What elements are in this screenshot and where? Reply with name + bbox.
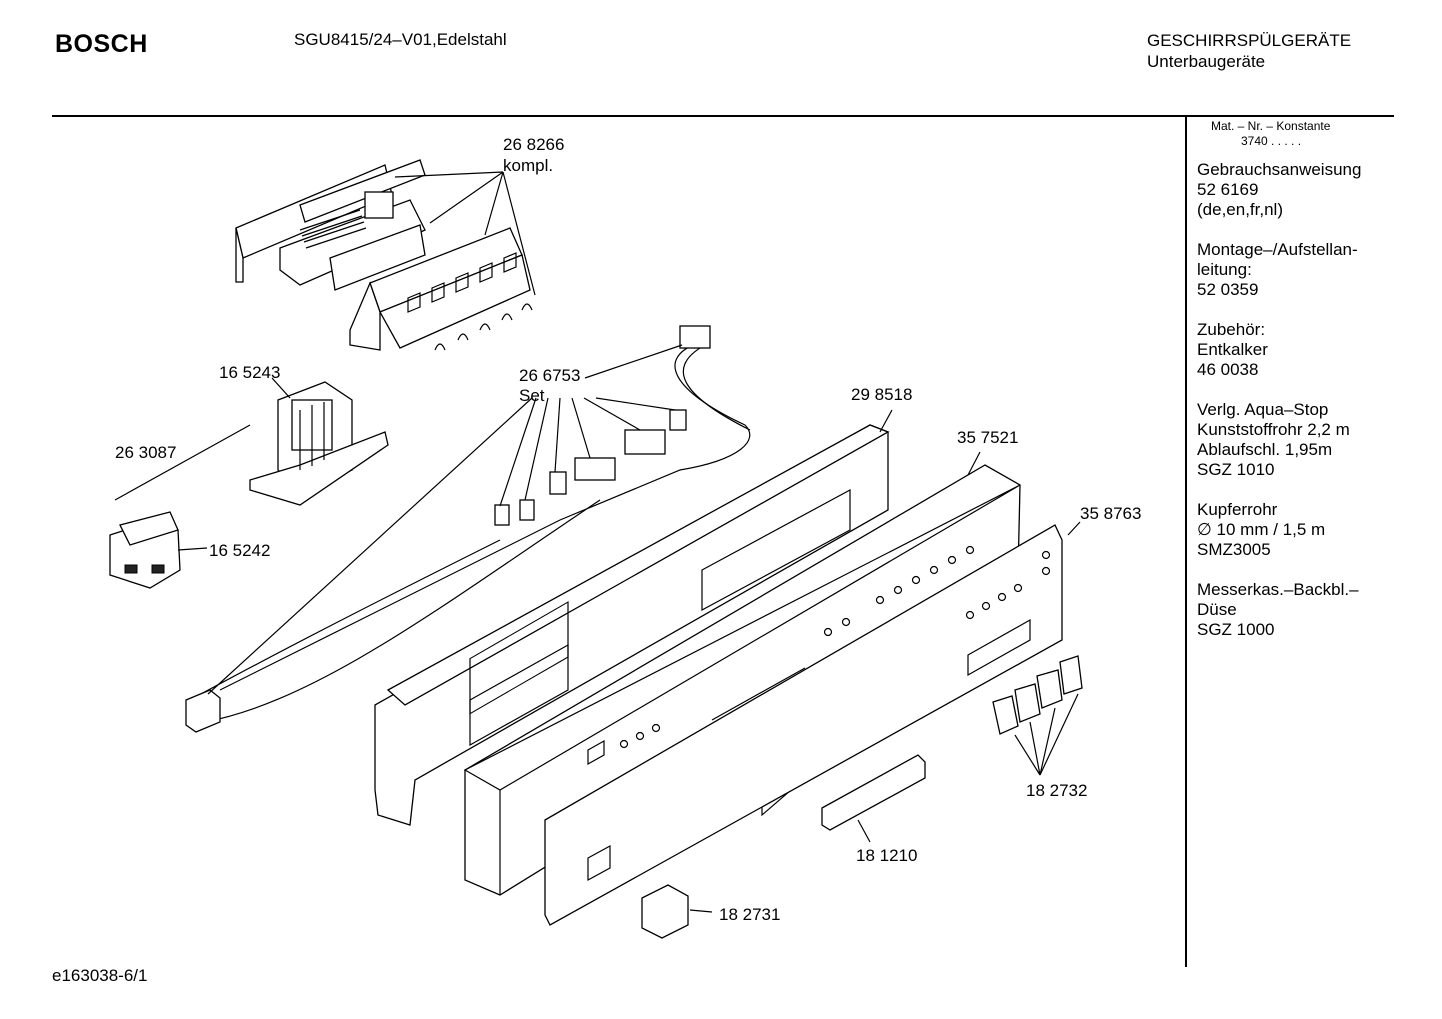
- knob-cap: [641, 884, 689, 939]
- note-line: leitung:: [1197, 260, 1252, 279]
- note-line: 46 0038: [1197, 360, 1259, 379]
- label-165243: 16 5243: [219, 363, 280, 382]
- label-266753-sub: Set: [519, 386, 545, 405]
- control-board-assembly: [235, 159, 533, 351]
- label-358763: 35 8763: [1080, 504, 1141, 523]
- mat-nr-header: Mat. – Nr. – Konstante: [1211, 119, 1331, 133]
- label-357521: 35 7521: [957, 428, 1018, 447]
- note-line: Montage–/Aufstellan-: [1197, 240, 1358, 259]
- note-line: 52 6169: [1197, 180, 1259, 199]
- note-block: Verlg. Aqua–Stop Kunststoffrohr 2,2 m Ab…: [1197, 400, 1387, 480]
- label-263087: 26 3087: [115, 443, 176, 462]
- note-line: Kunststoffrohr 2,2 m: [1197, 420, 1350, 439]
- note-line: Ablaufschl. 1,95m: [1197, 440, 1333, 459]
- note-block: Gebrauchsanweisung 52 6169 (de,en,fr,nl): [1197, 160, 1387, 220]
- note-line: (de,en,fr,nl): [1197, 200, 1283, 219]
- note-line: Messerkas.–Backbl.–: [1197, 580, 1359, 599]
- footer-code: e163038-6/1: [52, 966, 148, 985]
- label-266753: 26 6753: [519, 366, 580, 385]
- button-set: [992, 655, 1083, 735]
- note-line: Düse: [1197, 600, 1237, 619]
- model-title: SGU8415/24–V01,Edelstahl: [294, 30, 507, 49]
- note-line: ∅ 10 mm / 1,5 m: [1197, 520, 1326, 539]
- label-182731: 18 2731: [719, 905, 780, 924]
- category-line-2: Unterbaugeräte: [1147, 52, 1266, 71]
- exploded-parts-diagram: 26 8266 kompl. 16 5243 26 3087 16 5242 2…: [109, 135, 1141, 939]
- label-182732: 18 2732: [1026, 781, 1087, 800]
- label-268266-sub: kompl.: [503, 156, 553, 175]
- leader-lines: [177, 171, 1081, 913]
- note-line: Zubehör:: [1197, 320, 1266, 339]
- note-block: Kupferrohr ∅ 10 mm / 1,5 m SMZ3005: [1197, 500, 1387, 560]
- category-title: GESCHIRRSPÜLGERÄTE Unterbaugeräte: [1147, 30, 1351, 72]
- handle-strip: [821, 754, 926, 831]
- note-line: Kupferrohr: [1197, 500, 1278, 519]
- note-line: SGZ 1010: [1197, 460, 1275, 479]
- note-block: Messerkas.–Backbl.– Düse SGZ 1000: [1197, 580, 1387, 640]
- label-298518: 29 8518: [851, 385, 912, 404]
- note-line: Verlg. Aqua–Stop: [1197, 400, 1329, 419]
- note-block: Zubehör: Entkalker 46 0038: [1197, 320, 1387, 380]
- brand-logo: BOSCH: [55, 30, 148, 58]
- rod-part: [114, 424, 251, 501]
- fascia-panel: [544, 524, 1063, 926]
- cable-harness: [185, 325, 751, 733]
- sidebar-notes: Gebrauchsanweisung 52 6169 (de,en,fr,nl)…: [1197, 160, 1387, 660]
- label-165242: 16 5242: [209, 541, 270, 560]
- note-line: Gebrauchsanweisung: [1197, 160, 1362, 179]
- label-181210: 18 1210: [856, 846, 917, 865]
- door-switch: [109, 511, 181, 589]
- category-line-1: GESCHIRRSPÜLGERÄTE: [1147, 31, 1352, 50]
- relay-holder: [249, 381, 389, 506]
- mat-nr-value: 3740 . . . . .: [1241, 134, 1302, 148]
- control-panel-frame: [374, 424, 890, 826]
- note-line: Entkalker: [1197, 340, 1268, 359]
- note-block: Montage–/Aufstellan- leitung: 52 0359: [1197, 240, 1387, 300]
- header-divider: [52, 115, 1394, 117]
- mat-nr-box: Mat. – Nr. – Konstante 3740 . . . . .: [1211, 119, 1330, 149]
- note-line: SMZ3005: [1197, 540, 1271, 559]
- sidebar-divider: [1185, 116, 1187, 967]
- note-line: 52 0359: [1197, 280, 1259, 299]
- note-line: SGZ 1000: [1197, 620, 1275, 639]
- label-268266: 26 8266: [503, 135, 564, 154]
